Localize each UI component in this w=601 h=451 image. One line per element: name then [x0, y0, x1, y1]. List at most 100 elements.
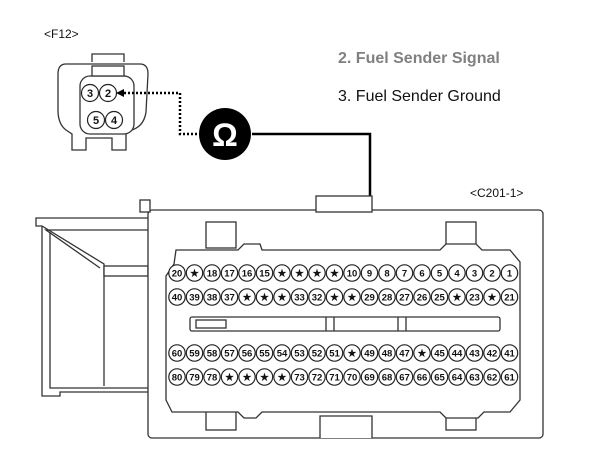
c201-pin-26: 26	[413, 288, 431, 306]
c201-pin-5: 5	[430, 264, 449, 282]
pin-label: 27	[399, 292, 410, 303]
pin-label: ★	[278, 373, 287, 384]
pin-label: ★	[295, 269, 304, 280]
pin-label: 58	[207, 348, 218, 359]
c201-pin-empty: ★	[343, 344, 361, 362]
c201-pin-41: 41	[500, 344, 519, 362]
pin-label: 78	[207, 372, 218, 383]
c201-pin-47: 47	[395, 344, 414, 362]
pin-label: 2	[105, 88, 111, 100]
c201-pin-23: 23	[465, 288, 484, 306]
pin-label: 71	[329, 372, 340, 383]
pin-label: 20	[172, 268, 183, 279]
pin-label: 79	[189, 372, 200, 383]
pin-label: ★	[453, 293, 462, 304]
pin-label: 5	[93, 115, 99, 127]
c201-pin-53: 53	[290, 344, 309, 362]
ohm-symbol: Ω	[212, 117, 238, 153]
c201-pin-65: 65	[430, 368, 449, 386]
c201-pin-empty: ★	[448, 288, 466, 306]
pin-label: ★	[348, 293, 357, 304]
legend-fuel-sender-signal: 2. Fuel Sender Signal	[338, 50, 500, 67]
f12-pin-2: 2	[98, 83, 118, 103]
pin-label: 63	[469, 372, 480, 383]
pin-label: 73	[294, 372, 305, 383]
c201-pin-29: 29	[360, 288, 379, 306]
c201-pin-empty: ★	[273, 368, 291, 386]
pin-label: 15	[259, 268, 270, 279]
pin-label: 39	[189, 292, 200, 303]
legend-fuel-sender-ground: 3. Fuel Sender Ground	[338, 88, 501, 105]
c201-pin-27: 27	[395, 288, 414, 306]
c201-pin-60: 60	[168, 344, 186, 362]
pin-label: 62	[487, 372, 498, 383]
pin-label: ★	[330, 293, 339, 304]
c201-pin-39: 39	[185, 288, 204, 306]
pin-label: ★	[225, 373, 234, 384]
c201-pin-56: 56	[238, 344, 256, 362]
pin-label: 21	[504, 292, 515, 303]
pin-label: 7	[402, 268, 407, 279]
pin-label: 80	[172, 372, 183, 383]
pin-label: 38	[207, 292, 218, 303]
c201-pin-9: 9	[360, 264, 379, 282]
c201-pin-49: 49	[360, 344, 379, 362]
c201-pin-70: 70	[343, 368, 361, 386]
c201-pin-empty: ★	[343, 288, 361, 306]
pin-label: 17	[224, 268, 235, 279]
c201-pin-empty: ★	[185, 264, 204, 282]
c201-pin-44: 44	[448, 344, 466, 362]
c201-pin-20: 20	[168, 264, 186, 282]
pin-label: ★	[190, 269, 199, 280]
pin-label: 3	[472, 268, 477, 279]
f12-pin-5: 5	[86, 110, 106, 130]
c201-pin-61: 61	[500, 368, 519, 386]
c201-pin-empty: ★	[308, 264, 326, 282]
pin-label: 4	[454, 268, 460, 279]
pin-label: 23	[469, 292, 480, 303]
c201-pin-55: 55	[255, 344, 274, 362]
c201-pin-51: 51	[325, 344, 344, 362]
pin-label: 3	[87, 88, 93, 100]
pin-label: 52	[312, 348, 323, 359]
c201-pin-73: 73	[290, 368, 309, 386]
c201-pin-45: 45	[430, 344, 449, 362]
pin-label: 55	[259, 348, 270, 359]
connector-f12	[57, 53, 149, 151]
pin-label: 5	[437, 268, 443, 279]
pin-label: 18	[207, 268, 218, 279]
pin-label: ★	[488, 293, 497, 304]
pin-label: 64	[452, 372, 463, 383]
pin-label: 69	[364, 372, 375, 383]
c201-pin-15: 15	[255, 264, 274, 282]
pin-label: 45	[434, 348, 445, 359]
c201-pin-72: 72	[308, 368, 326, 386]
pin-label: 65	[434, 372, 445, 383]
c201-pin-38: 38	[203, 288, 221, 306]
c201-pin-10: 10	[343, 264, 361, 282]
pin-label: 10	[347, 268, 358, 279]
c201-pin-40: 40	[168, 288, 186, 306]
pin-label: 56	[242, 348, 253, 359]
pin-label: 47	[399, 348, 410, 359]
pin-label: 2	[489, 268, 494, 279]
c201-pin-empty: ★	[413, 344, 431, 362]
pin-label: 1	[507, 268, 513, 279]
pin-label: 66	[417, 372, 428, 383]
pin-label: 59	[189, 348, 200, 359]
c201-pin-18: 18	[203, 264, 221, 282]
pin-label: 54	[277, 348, 288, 359]
pin-label: 57	[224, 348, 235, 359]
c201-pin-8: 8	[378, 264, 396, 282]
pin-label: 33	[294, 292, 305, 303]
pin-label: ★	[243, 293, 252, 304]
c201-pin-64: 64	[448, 368, 466, 386]
pin-label: 9	[367, 268, 372, 279]
c201-pin-empty: ★	[255, 288, 274, 306]
pin-label: ★	[418, 349, 427, 360]
c201-pin-52: 52	[308, 344, 326, 362]
c201-pin-62: 62	[483, 368, 501, 386]
pin-label: ★	[260, 373, 269, 384]
pin-label: ★	[278, 269, 287, 280]
